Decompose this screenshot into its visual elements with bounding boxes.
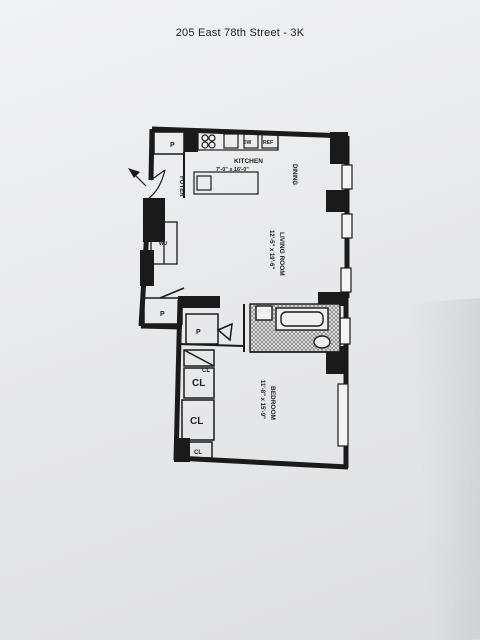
dining-name: DINING (291, 164, 297, 185)
page-title: 205 East 78th Street - 3K (175, 27, 305, 39)
closet-3-box (181, 399, 215, 441)
living-dims: 12'-5" x 19'-6" (268, 230, 274, 269)
window-1 (341, 164, 353, 190)
wall-masses (140, 130, 348, 462)
wall-mass-right-3 (326, 346, 348, 374)
closet-3-label: CL (202, 368, 210, 374)
burner-1 (201, 134, 209, 142)
pantry-top (153, 131, 185, 155)
pantry-bath-door (216, 322, 233, 342)
entry-door-leaf (150, 169, 166, 181)
pantry-top-label: P (170, 142, 175, 149)
kitchen-island (193, 171, 259, 195)
wall-mass-kitchen (184, 130, 198, 152)
wall-bottom (175, 455, 349, 470)
dishwasher-box (243, 133, 259, 149)
bedroom-partition (177, 343, 245, 347)
wall-mass-bedroom-top (178, 296, 220, 308)
dishwasher-label: DW (243, 140, 252, 146)
closet-2-label: CL (190, 416, 203, 427)
closet-small (183, 349, 215, 367)
pantry-mid (143, 287, 185, 325)
window-3 (340, 267, 352, 293)
burner-4 (208, 141, 216, 149)
window-5 (337, 383, 349, 447)
kitchen-dims: 7'-0" x 16'-0" (216, 167, 249, 173)
kitchen-fixtures (193, 131, 279, 195)
pantry-mid-box (143, 297, 183, 325)
burner-2 (208, 134, 216, 142)
island-sink (196, 175, 212, 191)
refrigerator-box (261, 133, 279, 149)
bedroom-closets (181, 313, 233, 459)
partitions (177, 152, 245, 352)
closet-2-box (183, 367, 215, 399)
chimney-mass (143, 198, 165, 242)
toilet (313, 335, 331, 349)
closet-1-label: CL (192, 378, 205, 389)
kitchen-name: KITCHEN (234, 158, 263, 165)
burner-3 (201, 141, 209, 149)
entry-door-swing (148, 169, 166, 199)
window-4 (339, 317, 351, 345)
pantry-mid-label: P (160, 311, 165, 318)
wall-mass-left (140, 250, 154, 286)
closet-4-label: CL (194, 450, 202, 456)
pantry-bath-box (185, 313, 219, 345)
kitchen-sink (223, 133, 239, 149)
pantry-mid-door (159, 287, 185, 299)
entry-arrow-shaft (133, 173, 147, 187)
closet-4-box (185, 441, 213, 459)
fireplace (150, 221, 178, 265)
pantry-top-box (153, 131, 185, 155)
bedroom-name: BEDROOM (269, 386, 276, 420)
wall-mass-right-1 (326, 190, 348, 212)
living-name: LIVING ROOM (278, 232, 285, 276)
entry-door (148, 169, 166, 199)
refrigerator-label: REF (263, 140, 273, 146)
wall-mass-topright (330, 132, 348, 164)
bathtub-inner (280, 311, 324, 327)
window-2 (341, 213, 353, 239)
closet-small-diag (183, 349, 215, 367)
pantry-bath-label: P (196, 329, 201, 336)
wall-step (140, 323, 183, 330)
wall-left-top (148, 128, 155, 181)
bathroom (249, 303, 341, 353)
foyer-name: FOYER (178, 176, 184, 197)
entry-arrow-icon (128, 168, 140, 178)
wall-mass-right-2 (318, 292, 348, 306)
bathtub (275, 307, 329, 331)
wall-unit-label: WU (159, 241, 168, 247)
bedroom-dims: 11'-8" x 15'-9" (259, 380, 265, 419)
bathroom-sink (255, 305, 273, 321)
